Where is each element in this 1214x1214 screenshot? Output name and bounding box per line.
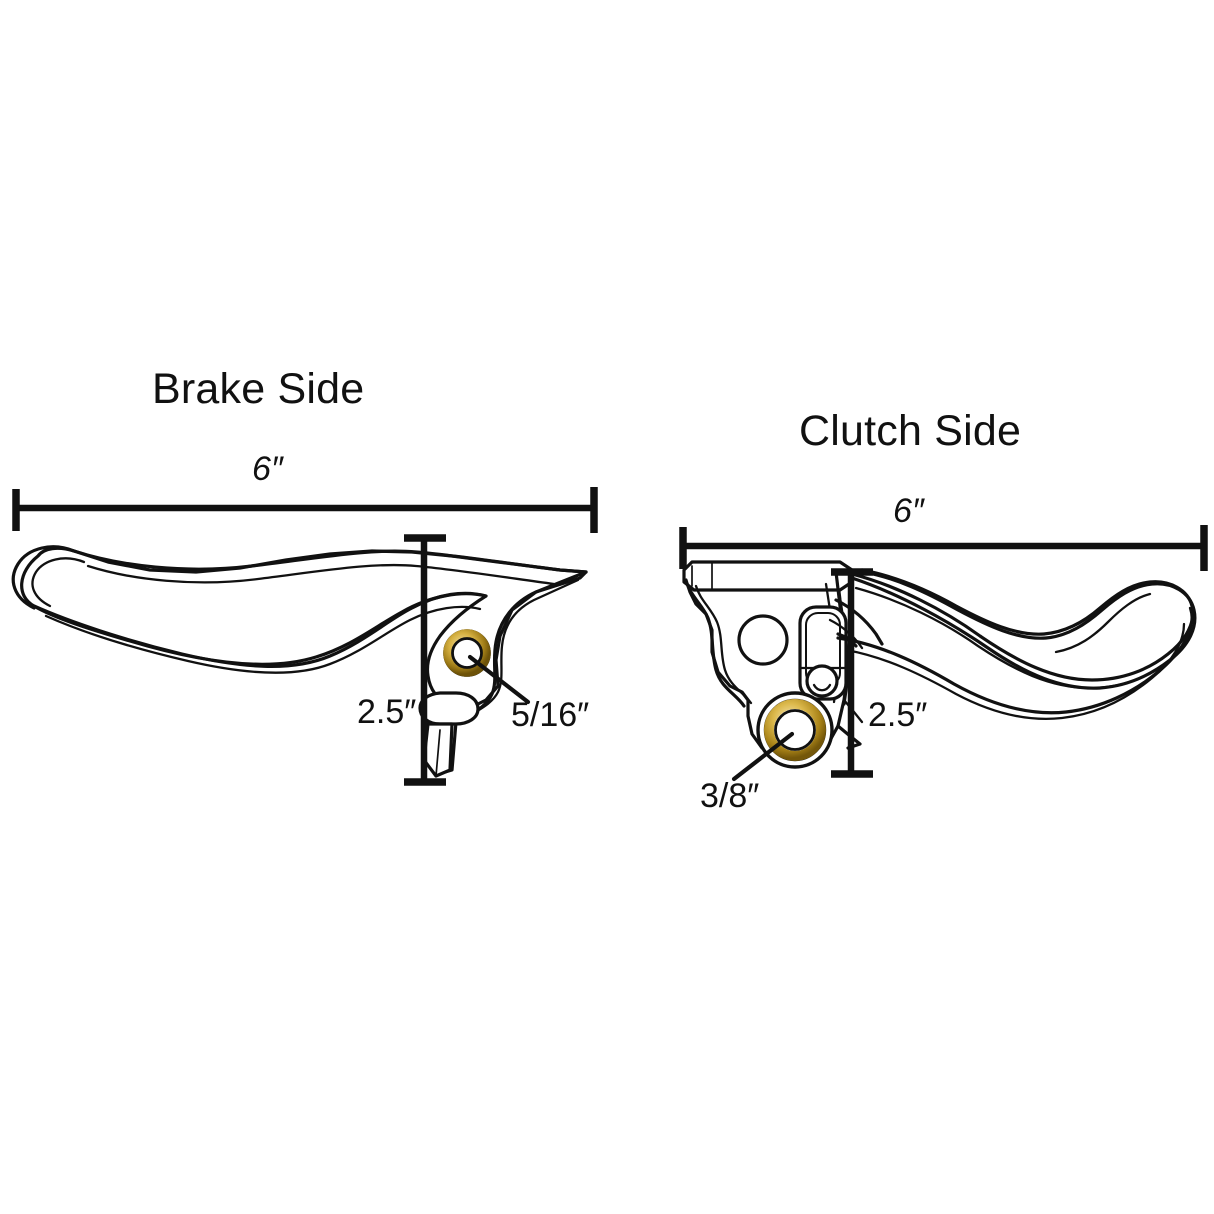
- clutch-height-dimension-label: 2.5″: [868, 696, 928, 734]
- clutch-bore-dimension-label: 3/8″: [700, 777, 760, 815]
- brake-length-dimension-line: [12, 487, 598, 533]
- brake-lever-drawing: [11, 545, 588, 778]
- clutch-clamp-slot: [798, 605, 848, 701]
- clutch-lever-drawing: [682, 560, 1197, 782]
- brake-length-dimension-label: 6″: [252, 450, 283, 488]
- clutch-length-dimension-line: [679, 525, 1208, 571]
- clutch-height-dimension-line: [831, 568, 873, 778]
- brake-bore-leader-line: [467, 654, 531, 705]
- brake-height-dimension-line: [404, 534, 446, 786]
- clutch-length-dimension-label: 6″: [893, 492, 924, 530]
- clutch-pivot-bushing: [763, 698, 827, 762]
- brake-height-dimension-label: 2.5″: [357, 693, 417, 731]
- clutch-side-title: Clutch Side: [799, 407, 1022, 455]
- clutch-bore-leader-line: [731, 731, 795, 782]
- brake-side-title: Brake Side: [152, 365, 365, 413]
- clutch-perch-hole: [737, 614, 789, 666]
- brake-bore-dimension-label: 5/16″: [511, 696, 590, 734]
